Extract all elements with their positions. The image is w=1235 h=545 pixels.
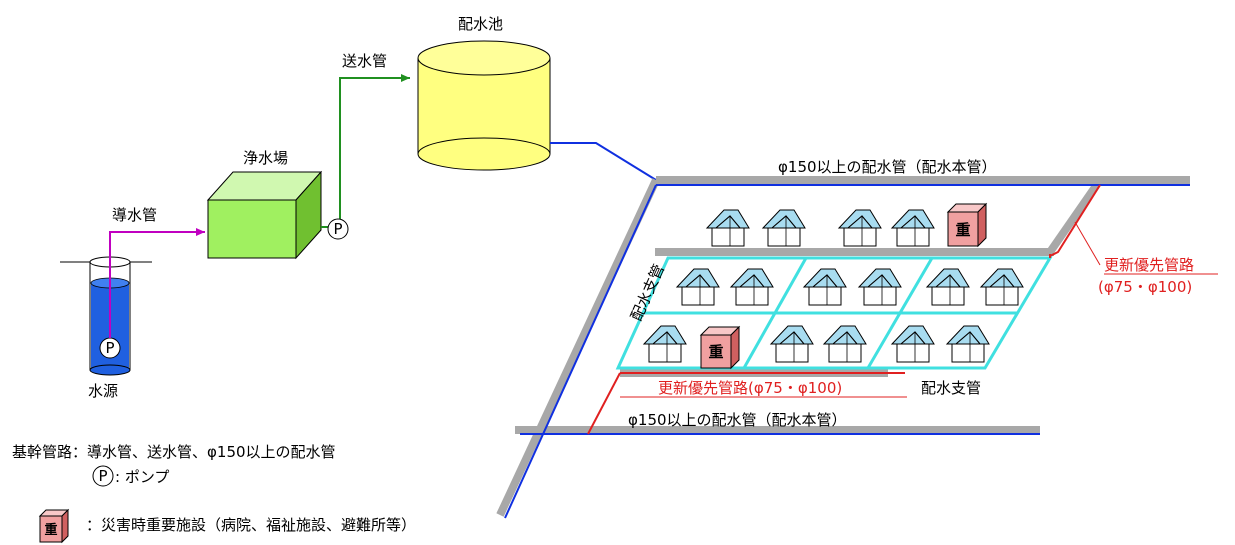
main-pipe-top-label: φ150以上の配水管（配水本管）: [778, 158, 997, 176]
water-source: P 水源: [60, 256, 152, 400]
branch-pipes: [615, 256, 1053, 370]
legend-facility-symbol: 重: [44, 522, 57, 538]
plant-pump-icon: P: [327, 218, 349, 240]
important-facility-top-mark: 重: [955, 221, 970, 239]
priority-right-label-line1: 更新優先管路: [1104, 256, 1194, 274]
source-pump-icon: P: [99, 337, 121, 359]
legend-facility: ：災害時重要施設（病院、福祉施設、避難所等）: [86, 516, 416, 534]
legend-pump-icon: P: [92, 465, 114, 487]
priority-right-label-line2: (φ75・φ100): [1098, 278, 1192, 296]
treatment-plant: 浄水場: [206, 149, 323, 260]
conduit-pipe: 導水管: [109, 206, 205, 338]
important-facility-bottom: 重: [699, 325, 741, 370]
important-facility-bottom-mark: 重: [708, 343, 723, 361]
water-source-label: 水源: [88, 382, 118, 400]
distribution-main-pipes: [504, 184, 1190, 519]
source-pump-symbol: P: [105, 339, 114, 357]
treatment-plant-label: 浄水場: [243, 149, 288, 167]
important-facility-top: 重: [946, 202, 988, 248]
conduit-label: 導水管: [112, 206, 157, 224]
transmission-pipe-label: 送水管: [342, 52, 387, 70]
houses-bottom-row: [643, 325, 990, 363]
plant-pump-symbol: P: [333, 220, 342, 238]
transmission-pipe: 送水管 P: [321, 52, 410, 240]
priority-pipes: [587, 184, 1101, 435]
main-pipe-bottom-label: φ150以上の配水管（配水本管）: [628, 411, 847, 429]
legend-pump-symbol: P: [98, 467, 107, 485]
reservoir-label: 配水池: [458, 15, 503, 33]
priority-bottom-label: 更新優先管路(φ75・φ100): [658, 379, 842, 397]
legend-facility-icon: 重: [38, 508, 70, 544]
legend-trunk: 基幹管路：導水管、送水管、φ150以上の配水管: [12, 443, 336, 461]
legend: 基幹管路：導水管、送水管、φ150以上の配水管 P : ポンプ 重 ：災害時重要…: [12, 443, 416, 544]
reservoir: 配水池: [417, 15, 551, 171]
houses-middle-row: [676, 268, 1024, 306]
houses-top-row: [706, 209, 935, 247]
legend-pump: : ポンプ: [115, 468, 169, 486]
reservoir-outlet-pipe: [550, 142, 657, 181]
branch-pipe-bottom-label: 配水支管: [921, 379, 981, 397]
